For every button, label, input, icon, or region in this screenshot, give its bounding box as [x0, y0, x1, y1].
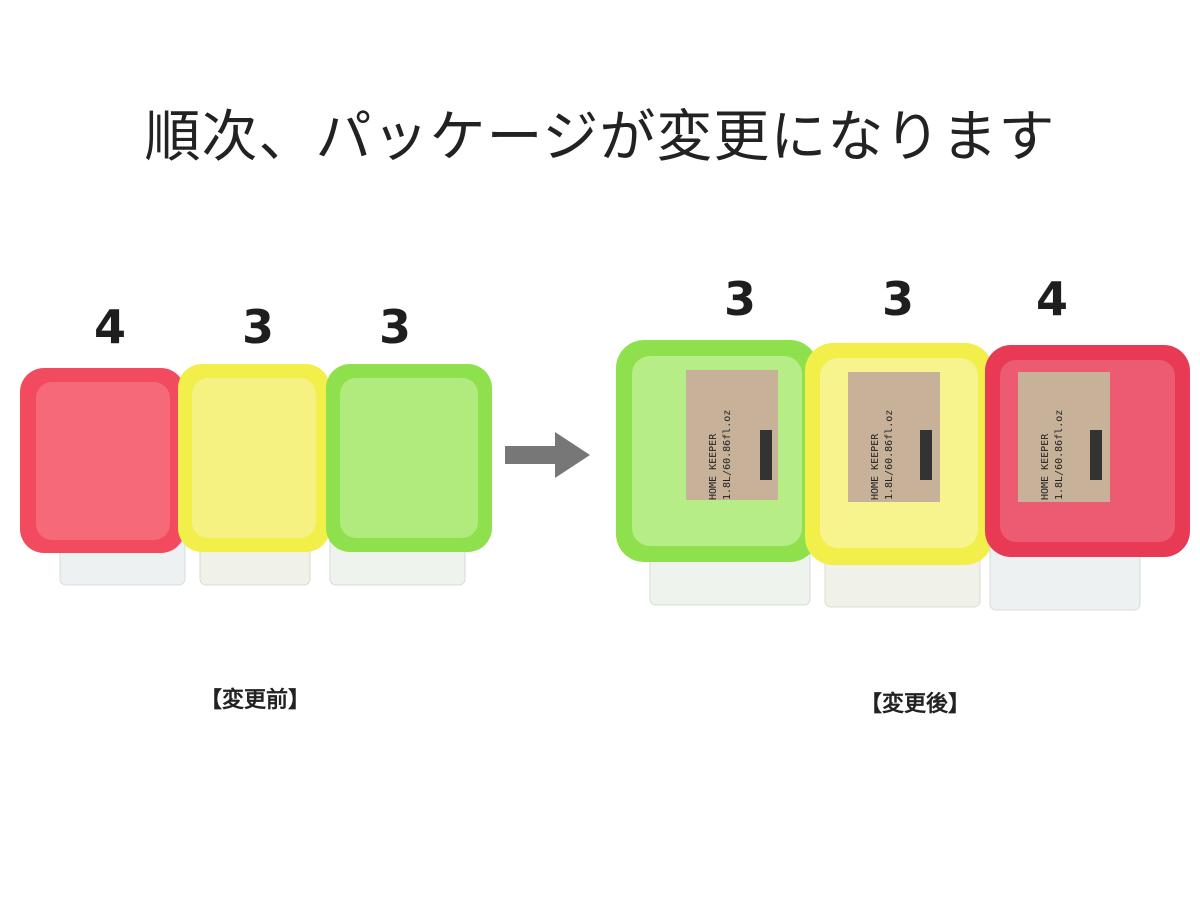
- after-label-1-line2: 1.8L/60.86fl.oz: [722, 410, 733, 500]
- after-label-2-line2: 1.8L/60.86fl.oz: [884, 410, 895, 500]
- after-label-2-line1: HOME KEEPER: [870, 433, 881, 500]
- before-count-1: 4: [93, 300, 126, 354]
- after-container-green: [616, 340, 818, 606]
- before-count-3: 3: [378, 300, 411, 354]
- before-count-2: 3: [241, 300, 274, 354]
- after-container-yellow: [805, 343, 993, 608]
- before-container-yellow: [178, 364, 330, 586]
- after-label-3-line2: 1.8L/60.86fl.oz: [1054, 410, 1065, 500]
- after-count-1: 3: [723, 272, 756, 326]
- arrow-right-icon: [505, 432, 590, 478]
- after-container-red: [985, 345, 1190, 611]
- after-count-2: 3: [881, 272, 914, 326]
- after-label-3-line1: HOME KEEPER: [1040, 433, 1051, 500]
- after-caption: 【変更後】: [860, 692, 971, 717]
- before-caption: 【変更前】: [200, 688, 311, 713]
- before-container-red: [20, 368, 186, 586]
- after-label-1-line1: HOME KEEPER: [708, 433, 719, 500]
- after-count-3: 4: [1035, 272, 1068, 326]
- headline: 順次、パッケージが変更になります: [144, 105, 1056, 170]
- before-container-green: [326, 364, 492, 586]
